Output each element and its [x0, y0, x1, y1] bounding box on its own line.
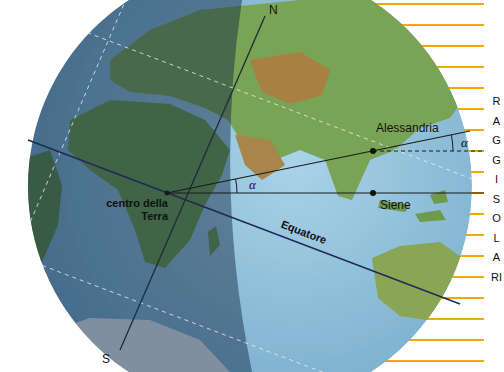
alessandria-line [167, 131, 470, 193]
angle-arc [236, 179, 237, 193]
angle-label: α [461, 137, 468, 149]
city-dot [370, 148, 376, 154]
desert [250, 52, 330, 104]
grid-lines [0, 0, 480, 372]
earth-center [165, 191, 170, 196]
city-label: Siene [380, 198, 411, 212]
angle-label: α [249, 179, 256, 191]
siene-line [167, 192, 484, 193]
center-label: centro della Terra [96, 197, 168, 223]
rays-label: RAGGI SOLARI [491, 92, 502, 287]
city-label: Alessandria [376, 121, 439, 135]
alessandria-ray [373, 151, 484, 152]
pole-label: N [269, 3, 278, 17]
angle-arc [451, 135, 453, 151]
australia [372, 242, 470, 322]
globe [0, 0, 480, 372]
equator-line [28, 140, 460, 304]
night-side [0, 0, 252, 372]
pole-label: S [102, 352, 110, 366]
indonesia [378, 190, 448, 222]
arabia [235, 135, 285, 180]
city-dot [370, 190, 376, 196]
